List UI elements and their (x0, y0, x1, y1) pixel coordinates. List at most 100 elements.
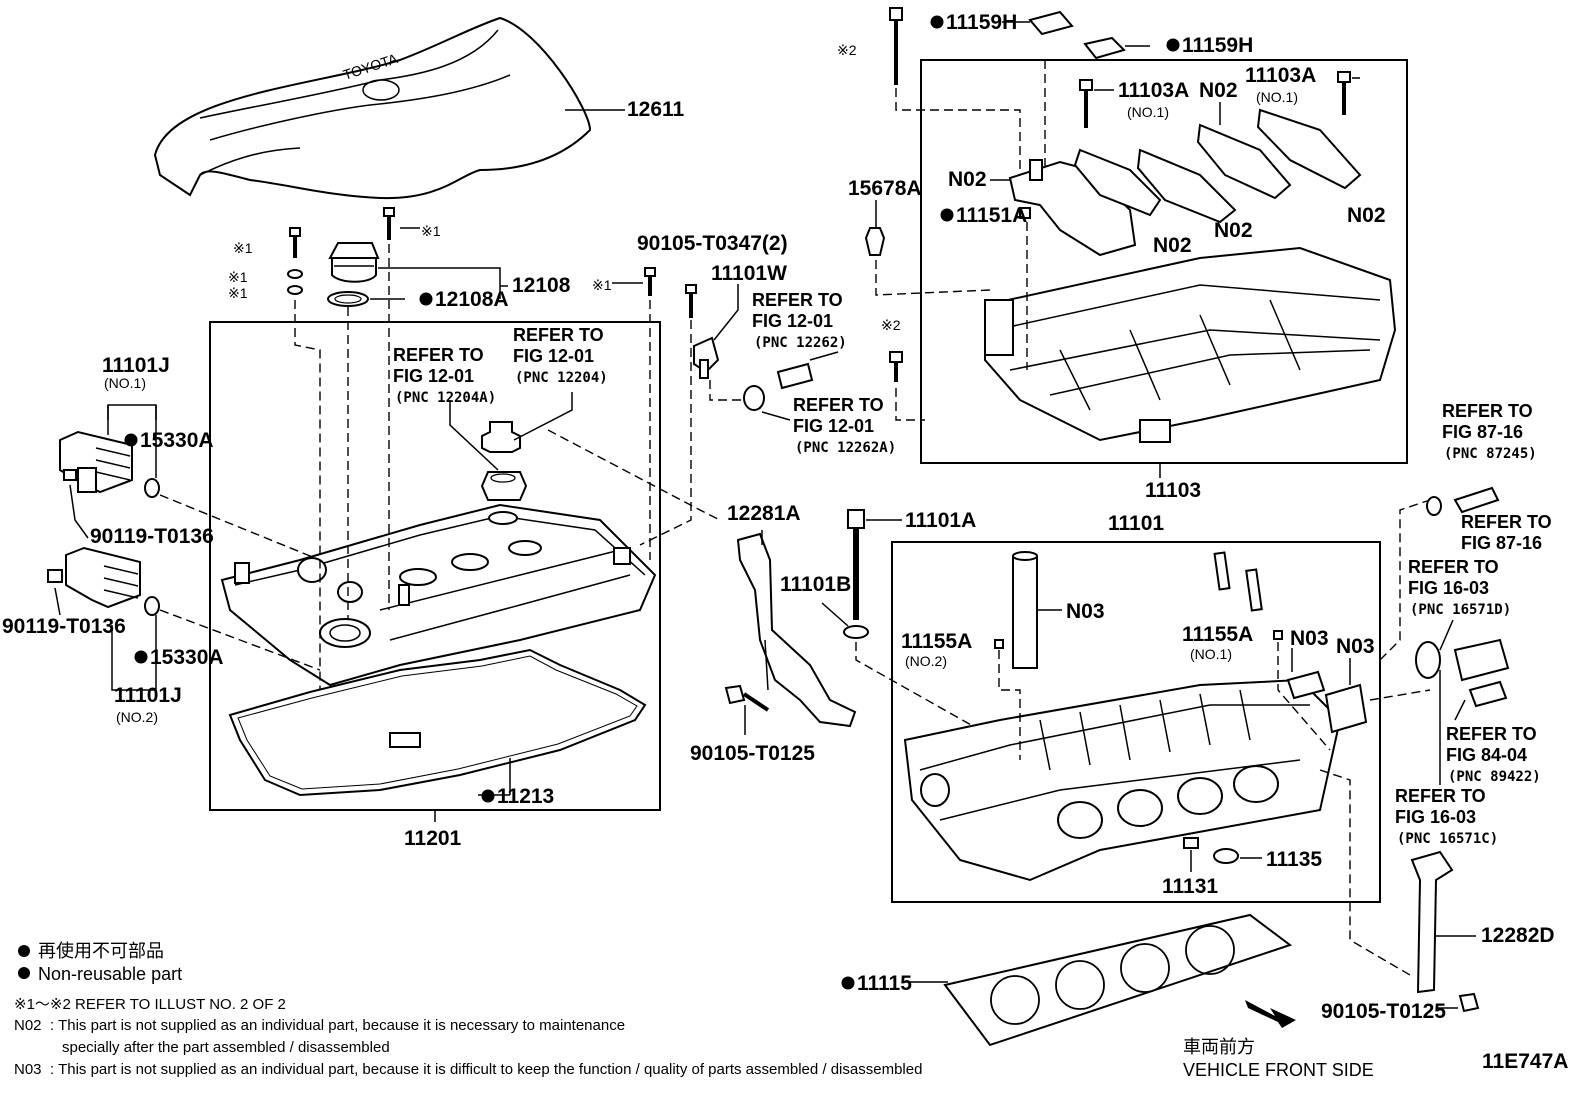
head-bolt-11101A (843, 509, 869, 639)
callout-c15330A1: 15330A (140, 429, 214, 452)
mark-m1e: ※1 (592, 277, 612, 293)
sublabel-s11101J1: (NO.1) (104, 375, 146, 391)
box-11103 (920, 59, 1408, 464)
callout-c15678A: 15678A (848, 177, 922, 200)
pcv-valve-12204 (480, 421, 528, 501)
callout-cN03b: N03 (1290, 627, 1329, 650)
refer-line2: FIG 16-03 (1408, 578, 1489, 598)
non-reusable-dot-icon (940, 208, 954, 222)
non-reusable-dot-icon-2 (18, 967, 30, 979)
refer-line1: REFER TO (1395, 786, 1486, 806)
non-reusable-dot-icon (134, 650, 148, 664)
head-cover-gasket-11213 (228, 648, 647, 797)
callout-c11101W: 11101W (711, 262, 787, 285)
callout-c11151A: 11151A (956, 204, 1027, 227)
refer-line1: REFER TO (752, 290, 843, 310)
refer-line2: FIG 87-16 (1461, 533, 1542, 553)
mark-m2a: ※2 (837, 42, 857, 58)
callout-c90119b: 90119-T0136 (2, 615, 126, 638)
callout-c90105T0125b: 90105-T0125 (1321, 1000, 1446, 1023)
callout-cN03a: N03 (1066, 600, 1105, 623)
mark-m1d: ※1 (421, 223, 441, 239)
direction-en: VEHICLE FRONT SIDE (1183, 1060, 1374, 1080)
non-reusable-dot-icon (18, 945, 30, 957)
callout-c11213: 11213 (497, 785, 554, 808)
callout-cN03c: N03 (1336, 635, 1375, 658)
legend-dot-jp: 再使用不可部品 (38, 941, 164, 961)
callout-c12282D: 12282D (1481, 924, 1555, 947)
sensor-89422 (1468, 680, 1508, 708)
refer-line2: FIG 16-03 (1395, 807, 1476, 827)
callout-c11101J2: 11101J (114, 684, 182, 707)
callout-cN02b: N02 (948, 168, 987, 191)
callout-c12108: 12108 (512, 274, 571, 297)
bolts-cluster-1 (287, 207, 697, 318)
refer-pnc: (PNC 12262A) (795, 440, 896, 456)
hose-12262 (743, 362, 814, 411)
vehicle-front-arrow-icon (1245, 1000, 1296, 1028)
refer-line2: FIG 12-01 (513, 346, 594, 366)
non-reusable-dot-icon (124, 433, 138, 447)
callout-c11103A2: 11103A (1245, 64, 1316, 87)
small-parts-11131-11135 (1183, 837, 1239, 864)
tubes-n03 (1012, 551, 1368, 734)
callout-c90105T0347: 90105-T0347(2) (637, 232, 788, 255)
callout-c11101A: 11101A (905, 509, 976, 532)
legend-n02-code: N02 (14, 1017, 42, 1034)
sublabel-s11101J2: (NO.2) (116, 709, 158, 725)
callout-c11155A1: 11155A (1182, 623, 1253, 646)
refer-line1: REFER TO (1408, 557, 1499, 577)
callout-c12108A: 12108A (435, 288, 509, 311)
legend-refer-note: ※1～※2 REFER TO ILLUST NO. 2 OF 2 (14, 996, 286, 1013)
bolts-11103A (1079, 71, 1351, 128)
engine-cover-12611: TOYOTA (153, 16, 592, 200)
callout-c11101B: 11101B (780, 573, 851, 596)
refer-pnc: (PNC 89422) (1448, 769, 1541, 785)
legend: 再使用不可部品 Non-reusable part ※1～※2 REFER TO… (14, 941, 922, 1078)
oil-filler-cap-12108 (327, 242, 380, 307)
sensor-11101w (693, 336, 720, 379)
cylinder-head-11101 (903, 678, 1342, 882)
callout-c11159H1: 11159H (946, 11, 1017, 34)
non-reusable-dot-icon (841, 976, 855, 990)
non-reusable-dot-icon (419, 292, 433, 306)
callout-c11101: 11101 (1108, 512, 1164, 535)
refer-line1: REFER TO (513, 325, 604, 345)
refer-line2: FIG 12-01 (393, 366, 474, 386)
callout-c12611: 12611 (627, 98, 685, 121)
refer-line1: REFER TO (393, 345, 484, 365)
legend-dot-en: Non-reusable part (38, 964, 182, 984)
sublabel-s11103A1: (NO.1) (1127, 104, 1169, 120)
non-reusable-dot-icon (481, 789, 495, 803)
sublabel-s11155A2: (NO.2) (905, 653, 947, 669)
hose-16571 (1415, 638, 1510, 682)
callout-c90105T0125a: 90105-T0125 (690, 742, 815, 765)
mark-m1a: ※1 (233, 240, 253, 256)
refer-line2: FIG 87-16 (1442, 422, 1523, 442)
bolt-90105-T0125-a (724, 684, 770, 712)
callout-c11103: 11103 (1145, 479, 1201, 502)
oil-control-valve-no1 (59, 430, 160, 498)
stud-bolt-2 (889, 7, 903, 382)
callout-c11131: 11131 (1162, 875, 1218, 898)
box-11101 (891, 541, 1381, 903)
callout-cN02d: N02 (1214, 219, 1253, 242)
callout-cN02c: N02 (1347, 204, 1386, 227)
callout-cfig: 11E747A (1482, 1050, 1568, 1073)
cylinder-head-cover-11201 (220, 503, 657, 687)
refer-pnc: (PNC 87245) (1444, 446, 1537, 462)
refer-pnc: (PNC 12262) (754, 335, 847, 351)
refer-pnc: (PNC 16571D) (1410, 602, 1511, 618)
camshaft-housing-11103 (984, 246, 1397, 443)
reference-marks: ※1※1※1※1※1※2※2 (228, 42, 901, 333)
legend-n02-line1: : This part is not supplied as an indivi… (50, 1017, 625, 1034)
